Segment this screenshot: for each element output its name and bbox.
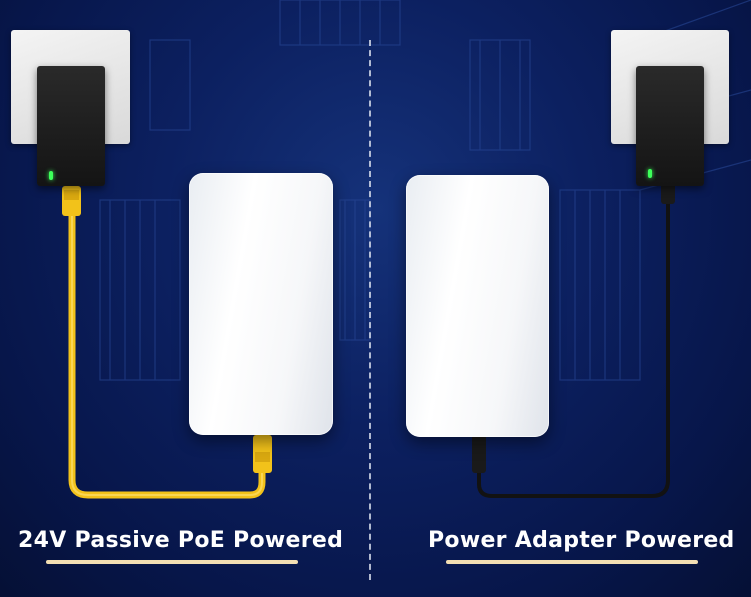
power-led-right bbox=[648, 169, 652, 178]
poe-injector-adapter bbox=[37, 66, 105, 186]
outdoor-cpe-device-left bbox=[189, 173, 333, 435]
power-led-left bbox=[49, 171, 53, 180]
caption-underline-right bbox=[446, 560, 698, 564]
caption-underline-left bbox=[46, 560, 298, 564]
caption-poe-powered: 24V Passive PoE Powered bbox=[18, 528, 344, 553]
outdoor-cpe-device-right bbox=[406, 175, 549, 437]
power-adapter bbox=[636, 66, 704, 186]
caption-adapter-powered: Power Adapter Powered bbox=[428, 528, 735, 553]
section-divider bbox=[369, 40, 371, 580]
